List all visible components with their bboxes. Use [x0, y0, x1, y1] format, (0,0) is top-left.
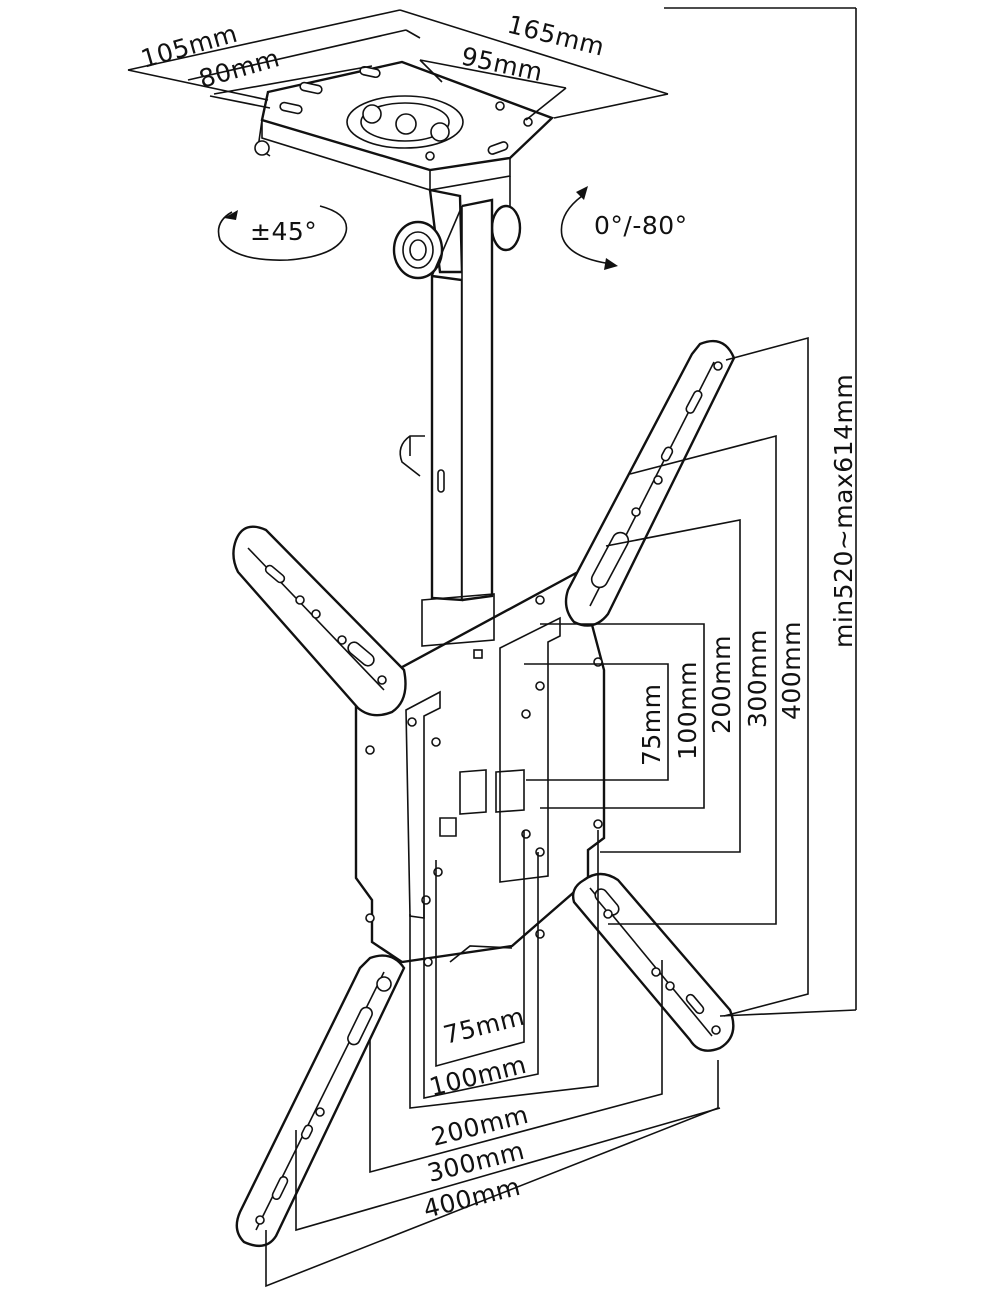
- vesa-arm-top-left: [232, 525, 407, 717]
- vesa-arm-bottom-left: [235, 954, 406, 1248]
- vesa-vertical-75mm: 75mm: [637, 683, 666, 766]
- vesa-arm-bottom-right: [571, 872, 735, 1052]
- extension-pole: [399, 198, 494, 602]
- vesa-arm-top-right: [564, 339, 736, 627]
- tilt-arrow-icon: [560, 186, 618, 270]
- swivel-arrow-icon: [217, 205, 348, 261]
- vesa-vertical-400mm: 400mm: [777, 621, 806, 720]
- vesa-vertical-lines: [524, 336, 809, 1017]
- vesa-horizontal-100mm: 100mm: [426, 1050, 529, 1102]
- tilt-angle-label: 0°/-80°: [594, 211, 688, 240]
- center-vesa-plate: [354, 570, 606, 967]
- swivel-angle-label: ±45°: [250, 217, 317, 246]
- vesa-vertical-100mm: 100mm: [673, 661, 702, 760]
- ceiling-plate: [254, 60, 555, 280]
- plate-dimension-lines: [127, 9, 669, 121]
- vesa-horizontal-75mm: 75mm: [440, 1002, 527, 1050]
- vesa-horizontal-lines: [265, 830, 721, 1288]
- dimension-height-range: min520~max614mm: [829, 374, 858, 648]
- vesa-vertical-300mm: 300mm: [743, 629, 772, 728]
- vesa-vertical-200mm: 200mm: [707, 635, 736, 734]
- height-dimension-lines: [664, 7, 857, 1017]
- dimension-95mm: 95mm: [459, 42, 546, 88]
